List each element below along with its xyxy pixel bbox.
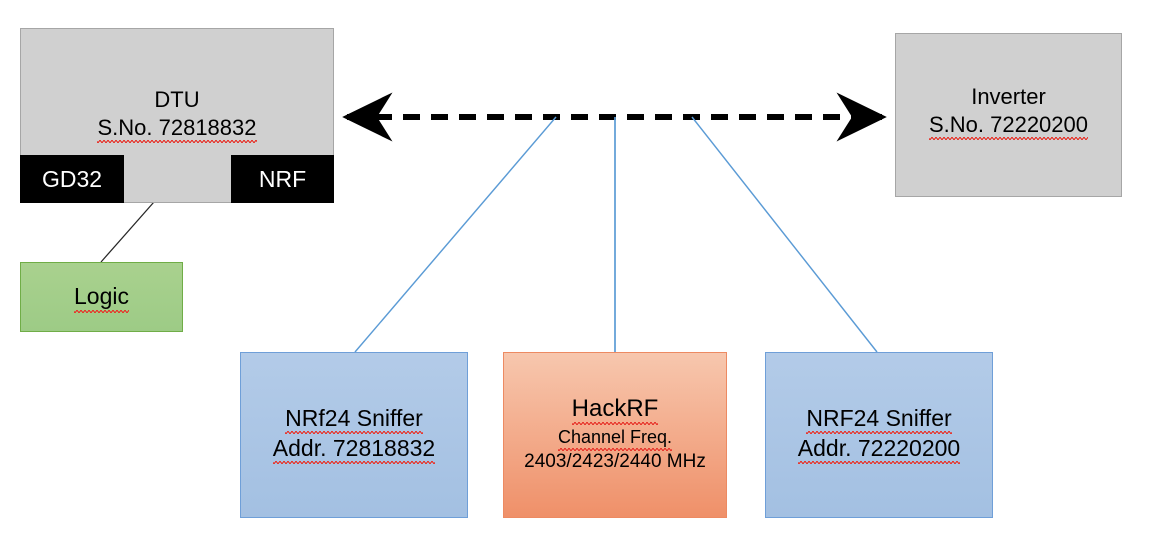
sniffer-right-tap [691,116,878,353]
logic-analyzer-node[interactable]: Logic [20,262,183,332]
sniffer-right-label-text: NRF24 Sniffer [806,405,952,435]
inverter-node[interactable]: Inverter S.No. 72220200 [895,33,1122,197]
gd32-label: GD32 [41,165,103,192]
dtu-label: DTU [154,87,200,112]
hackrf-node[interactable]: HackRF Channel Freq. 2403/2423/2440 MHz [503,352,727,518]
nrf-label: NRF [258,165,307,192]
dtu-serial: S.No. 72818832 [97,114,257,143]
sniffer-right-label: NRF24 Sniffer [806,405,952,435]
hackrf-label-text: HackRF [571,395,659,426]
dtu-serial-text: S.No. 72818832 [97,114,257,143]
hackrf-sub-label-text: Channel Freq. [557,427,673,451]
gd32-chip-node[interactable]: GD32 [20,155,124,203]
inverter-serial: S.No. 72220200 [928,111,1089,140]
nrf-chip-node[interactable]: NRF [231,155,334,203]
logic-label: Logic [74,283,129,313]
sniffer-left-tap [354,116,557,353]
sniffer-left-address: Addr. 72818832 [272,435,436,465]
sniffer-right-address: Addr. 72220200 [797,435,961,465]
sniffer-left-node[interactable]: NRf24 Sniffer Addr. 72818832 [240,352,468,518]
sniffer-right-address-text: Addr. 72220200 [797,435,961,465]
sniffer-left-label-text: NRf24 Sniffer [285,405,423,435]
sniffer-right-node[interactable]: NRF24 Sniffer Addr. 72220200 [765,352,993,518]
sniffer-left-address-text: Addr. 72818832 [272,435,436,465]
inverter-serial-text: S.No. 72220200 [928,111,1089,140]
hackrf-label: HackRF [571,395,659,426]
inverter-label: Inverter [971,84,1046,109]
sniffer-left-label: NRf24 Sniffer [285,405,423,435]
hackrf-sub-label: Channel Freq. [557,427,673,451]
hackrf-frequencies: 2403/2423/2440 MHz [524,450,706,472]
